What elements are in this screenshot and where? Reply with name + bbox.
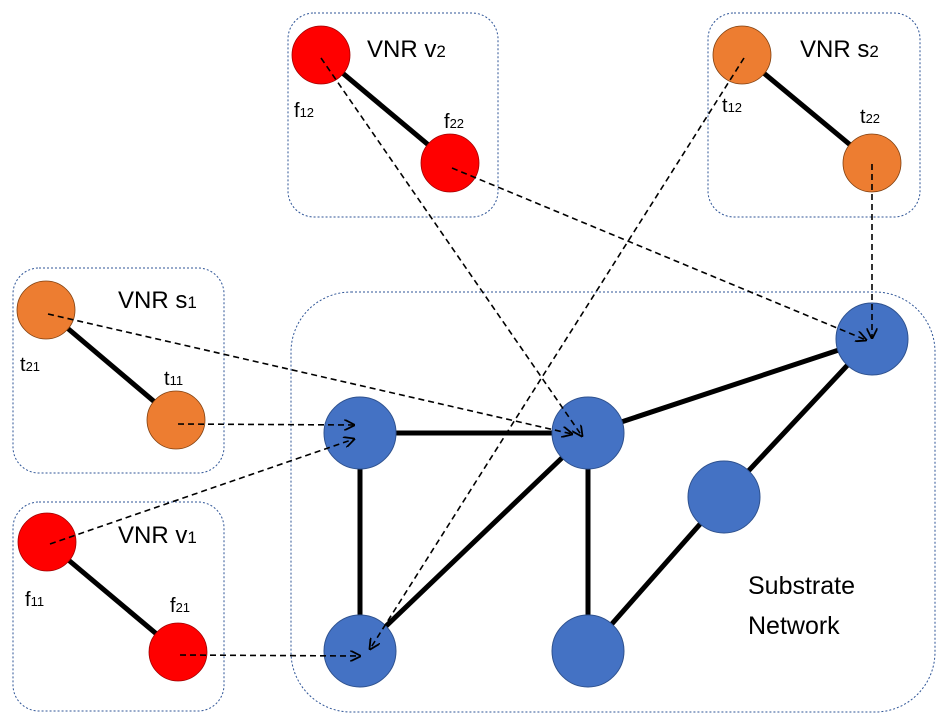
substrate-node (551, 614, 625, 688)
label-f11: f11 (25, 589, 44, 611)
map-arrow-t21 (47, 313, 572, 434)
node-t11 (146, 390, 206, 450)
map-arrow-f11 (49, 439, 354, 545)
substrate-node (835, 302, 909, 376)
substrate-network-label: Substrate (748, 572, 855, 600)
substrate-node (323, 396, 397, 470)
label-f12: f12 (294, 100, 314, 122)
map-arrow-f21 (179, 655, 360, 656)
substrate-link (587, 336, 873, 436)
vnr-v2-title: VNR v2 (367, 36, 446, 63)
node-f22 (420, 133, 480, 193)
substrate-network-label-line2: Network (748, 612, 840, 640)
node-t12 (712, 25, 772, 85)
label-t12: t12 (722, 95, 742, 117)
vnr-v2-box (287, 12, 499, 218)
vnr-v1-box (12, 501, 225, 712)
vnr-v1-title: VNR v1 (118, 522, 197, 549)
substrate-network-box (290, 291, 936, 713)
label-t21: t21 (20, 354, 40, 376)
map-arrow-f22 (451, 167, 866, 340)
label-f21: f21 (170, 595, 190, 617)
substrate-links (357, 336, 874, 653)
label-f22: f22 (444, 111, 464, 133)
node-t22 (842, 133, 902, 193)
virtual-nodes (16, 25, 902, 682)
mapping-arrows (47, 57, 872, 656)
node-f11 (17, 512, 77, 572)
substrate-link (358, 431, 590, 653)
substrate-node (687, 460, 761, 534)
label-t22: t22 (860, 106, 880, 128)
node-t21 (16, 280, 76, 340)
vnr-s1-box (12, 267, 225, 474)
label-t11: t11 (164, 368, 183, 390)
vnr-s2-box (707, 12, 921, 218)
map-arrow-t12 (370, 57, 745, 649)
vnr-s2-title: VNR s2 (800, 36, 879, 63)
map-arrow-f12 (320, 57, 582, 436)
node-f12 (291, 25, 351, 85)
vnr-s1-title: VNR s1 (118, 287, 197, 314)
substrate-node (551, 396, 625, 470)
node-f21 (148, 622, 208, 682)
